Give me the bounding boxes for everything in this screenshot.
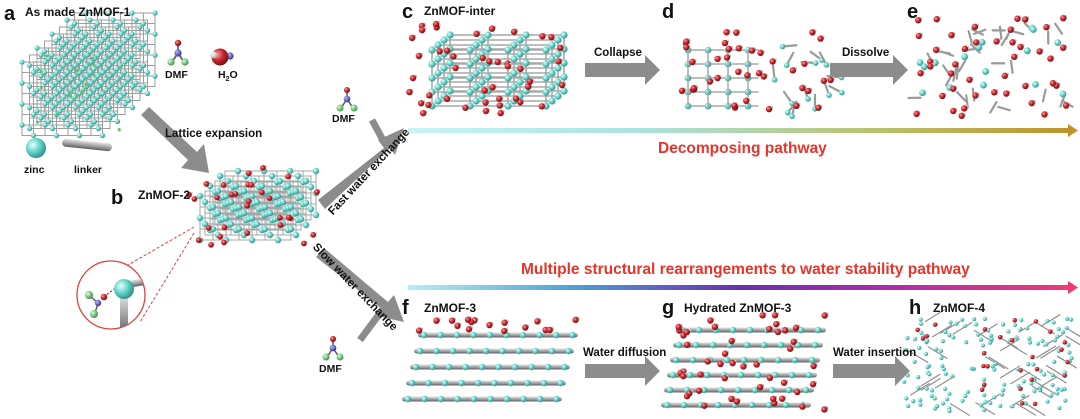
panel-c-title: ZnMOF-inter xyxy=(424,4,496,18)
panel-d-letter: d xyxy=(662,1,675,23)
panel-g-framework xyxy=(661,311,829,413)
arrow-water-insertion xyxy=(833,356,910,386)
panel-h-title: ZnMOF-4 xyxy=(933,301,985,315)
panel-e-letter: e xyxy=(907,1,919,23)
stability-pathway-bar xyxy=(408,281,1078,294)
panel-c-letter: c xyxy=(402,1,414,23)
panel-h-framework xyxy=(901,309,1080,416)
panel-h-letter: h xyxy=(909,297,922,319)
legend-dmf-label: DMF xyxy=(165,69,188,81)
legend-water-label: H2O xyxy=(218,69,238,84)
arrow-lattice-expansion xyxy=(141,107,209,173)
panel-b-letter: b xyxy=(111,187,124,209)
decomposing-pathway-bar xyxy=(408,124,1078,137)
released-dmf-top-label: DMF xyxy=(332,113,355,125)
linker-legend-icon xyxy=(62,138,112,152)
panel-c-framework xyxy=(406,20,568,117)
water-insertion-label: Water insertion xyxy=(833,347,917,359)
panel-d-framework xyxy=(678,28,845,120)
arrow-dissolve xyxy=(830,55,908,85)
water-molecule-legend-icon xyxy=(210,48,234,66)
panel-e-fragments xyxy=(907,14,1074,120)
panel-a-letter: a xyxy=(4,3,16,25)
arrow-slow-water-exchange xyxy=(316,248,404,343)
panel-f-title: ZnMOF-3 xyxy=(424,301,476,315)
legend-zinc-label: zinc xyxy=(24,164,45,176)
collapse-label: Collapse xyxy=(594,47,642,59)
water-diffusion-label: Water diffusion xyxy=(583,347,667,359)
panel-a-title: As made ZnMOF-1 xyxy=(25,5,131,19)
zoom-inset xyxy=(76,226,195,330)
stability-pathway-label: Multiple structural rearrangements to wa… xyxy=(521,261,970,278)
panel-b-framework xyxy=(186,164,321,248)
lattice-expansion-label: Lattice expansion xyxy=(165,128,263,140)
arrow-fast-water-exchange xyxy=(318,118,404,209)
zinc-legend-icon xyxy=(26,138,46,158)
panel-f-letter: f xyxy=(402,297,409,319)
decomposing-pathway-label: Decomposing pathway xyxy=(658,140,827,157)
dissolve-label: Dissolve xyxy=(842,47,890,59)
arrow-collapse xyxy=(585,55,660,85)
panel-b-title: ZnMOF-2 xyxy=(138,188,190,202)
arrow-water-diffusion xyxy=(585,356,660,386)
legend-linker-label: linker xyxy=(74,164,103,176)
released-dmf-bottom-icon xyxy=(322,336,344,361)
dmf-molecule-legend-icon xyxy=(167,39,189,66)
panel-g-title: Hydrated ZnMOF-3 xyxy=(684,301,792,315)
panel-f-framework xyxy=(402,316,580,403)
panel-a-framework xyxy=(19,10,158,139)
released-dmf-top-icon xyxy=(336,87,358,112)
panel-g-letter: g xyxy=(662,297,675,319)
released-dmf-bottom-label: DMF xyxy=(319,363,342,375)
